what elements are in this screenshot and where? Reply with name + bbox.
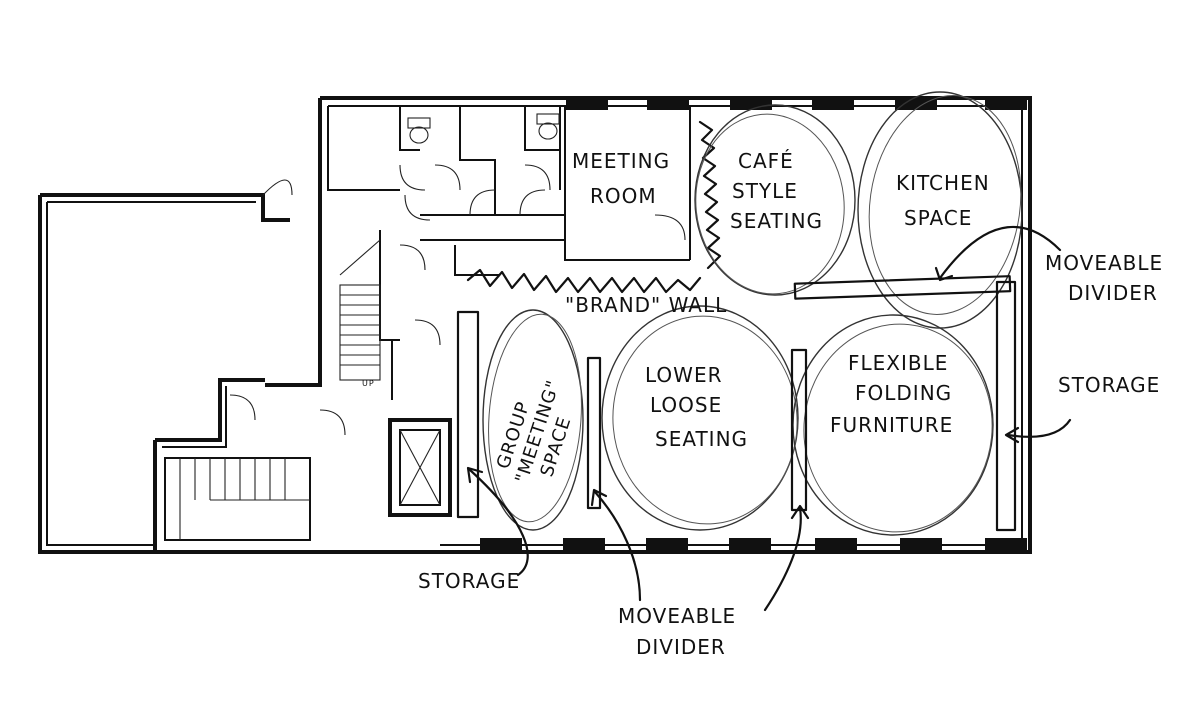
elevator-icon	[388, 418, 452, 517]
toilet-icon	[536, 113, 560, 140]
storage-right	[995, 280, 1017, 532]
moveable-divider-top	[793, 275, 1012, 300]
core-walls	[379, 106, 691, 400]
lower-loose-label-line3: SEATING	[655, 427, 748, 451]
flexible-label-line1: FLEXIBLE	[848, 351, 948, 375]
arrow-storage-bottom	[466, 466, 529, 577]
divider-right-label-line1: MOVEABLE	[1045, 251, 1163, 275]
cafe-label-line1: CAFÉ	[738, 149, 794, 173]
arrow-storage-right	[1004, 418, 1072, 444]
lower-loose-seating-zone	[601, 305, 799, 531]
arrow-divider-bottom-right	[763, 504, 810, 612]
kitchen-label-line2: SPACE	[904, 206, 972, 230]
toilet-icon	[407, 117, 431, 144]
stair-up-label: UP	[362, 379, 375, 388]
arrow-divider-right	[934, 225, 1062, 282]
lower-loose-label-line2: LOOSE	[650, 393, 722, 417]
storage-right-label: STORAGE	[1058, 373, 1160, 397]
lower-loose-label-line1: LOWER	[645, 363, 722, 387]
divider-bottom-label-line2: DIVIDER	[636, 635, 726, 659]
storage-bottom-label: STORAGE	[418, 569, 520, 593]
divider-right-label-line2: DIVIDER	[1068, 281, 1158, 305]
left-wing-walls	[38, 179, 440, 554]
flexible-label-line3: FURNITURE	[830, 413, 953, 437]
top-windows	[566, 96, 1027, 110]
moveable-divider-left	[586, 356, 602, 510]
meeting-room-label-line2: ROOM	[590, 184, 657, 208]
cafe-seating-zone	[694, 104, 856, 296]
bottom-windows	[480, 538, 1027, 552]
brand-wall-label: "BRAND" WALL	[565, 293, 727, 317]
moveable-divider-middle	[790, 348, 808, 512]
cafe-label-line3: SEATING	[730, 209, 823, 233]
staircase	[339, 239, 381, 381]
meeting-room-label-line1: MEETING	[572, 149, 670, 173]
storage-left	[456, 310, 480, 519]
divider-bottom-label-line1: MOVEABLE	[618, 604, 736, 628]
arrow-divider-bottom-left	[590, 488, 642, 602]
lower-staircase	[164, 457, 311, 541]
flexible-label-line2: FOLDING	[855, 381, 952, 405]
cafe-label-line2: STYLE	[732, 179, 798, 203]
kitchen-label-line1: KITCHEN	[896, 171, 990, 195]
group-meeting-zone	[482, 309, 584, 531]
door-swings	[229, 164, 686, 436]
